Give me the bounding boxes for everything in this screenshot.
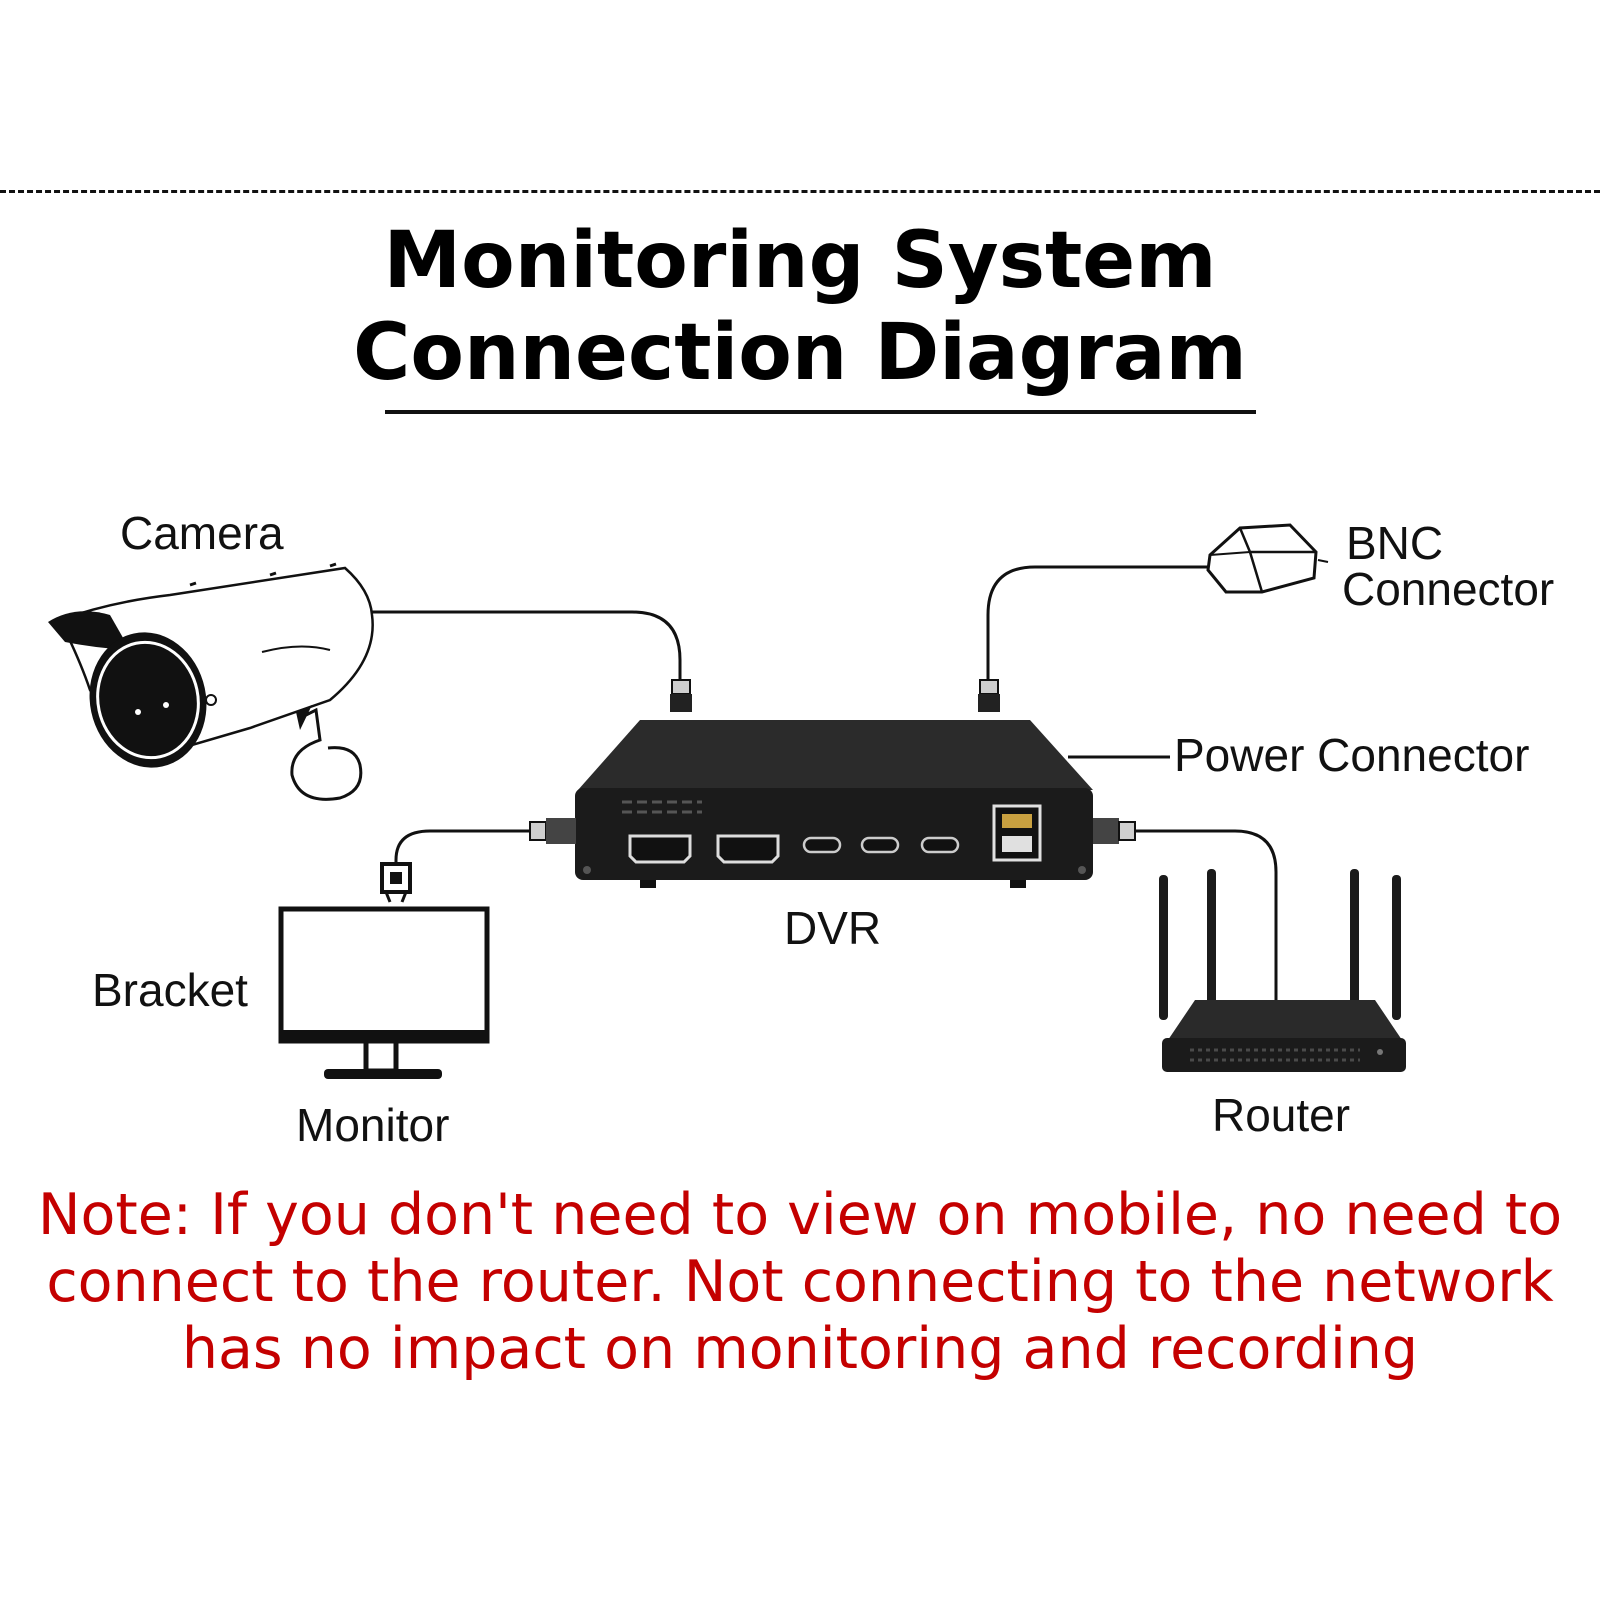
bracket-icon	[380, 862, 412, 903]
cables	[372, 565, 1278, 1000]
page-title: Monitoring System Connection Diagram	[0, 215, 1600, 399]
router-label: Router	[1212, 1089, 1351, 1141]
usb-c-port-2	[860, 836, 900, 854]
ethernet-port	[992, 804, 1042, 862]
hdmi-port-1	[628, 834, 692, 864]
title-underline	[385, 410, 1256, 414]
power-connector-label: Power Connector	[1174, 729, 1530, 781]
monitor-cable	[394, 829, 530, 868]
monitor-label: Monitor	[296, 1099, 450, 1151]
title-line-2: Connection Diagram	[353, 308, 1247, 398]
hdmi-port-2	[716, 834, 780, 864]
bracket-label: Bracket	[92, 964, 248, 1016]
camera-cable	[372, 610, 682, 682]
router-icon	[1159, 869, 1406, 1072]
monitor-icon	[278, 906, 490, 1079]
dvr-icon	[529, 720, 1136, 888]
camera-icon	[48, 562, 374, 801]
bnc-connector-label: BNC Connector	[1342, 517, 1554, 612]
bnc-cable	[986, 565, 1215, 682]
camera-label: Camera	[120, 507, 284, 559]
side-bnc-plugs	[529, 818, 1136, 844]
router-cable	[1135, 829, 1278, 1000]
bnc-connector-icon	[1206, 523, 1329, 594]
note-text: Note: If you don't need to view on mobil…	[37, 1182, 1563, 1382]
dvr-top-plugs	[670, 679, 1000, 712]
title-line-1: Monitoring System	[383, 216, 1217, 306]
top-dashed-divider	[0, 190, 1600, 193]
bnc-label-line-1: BNC	[1346, 517, 1444, 569]
dvr-label: DVR	[784, 902, 882, 954]
usb-c-port-1	[802, 836, 842, 854]
bnc-label-line-2: Connector	[1342, 563, 1555, 615]
usb-c-port-3	[920, 836, 960, 854]
